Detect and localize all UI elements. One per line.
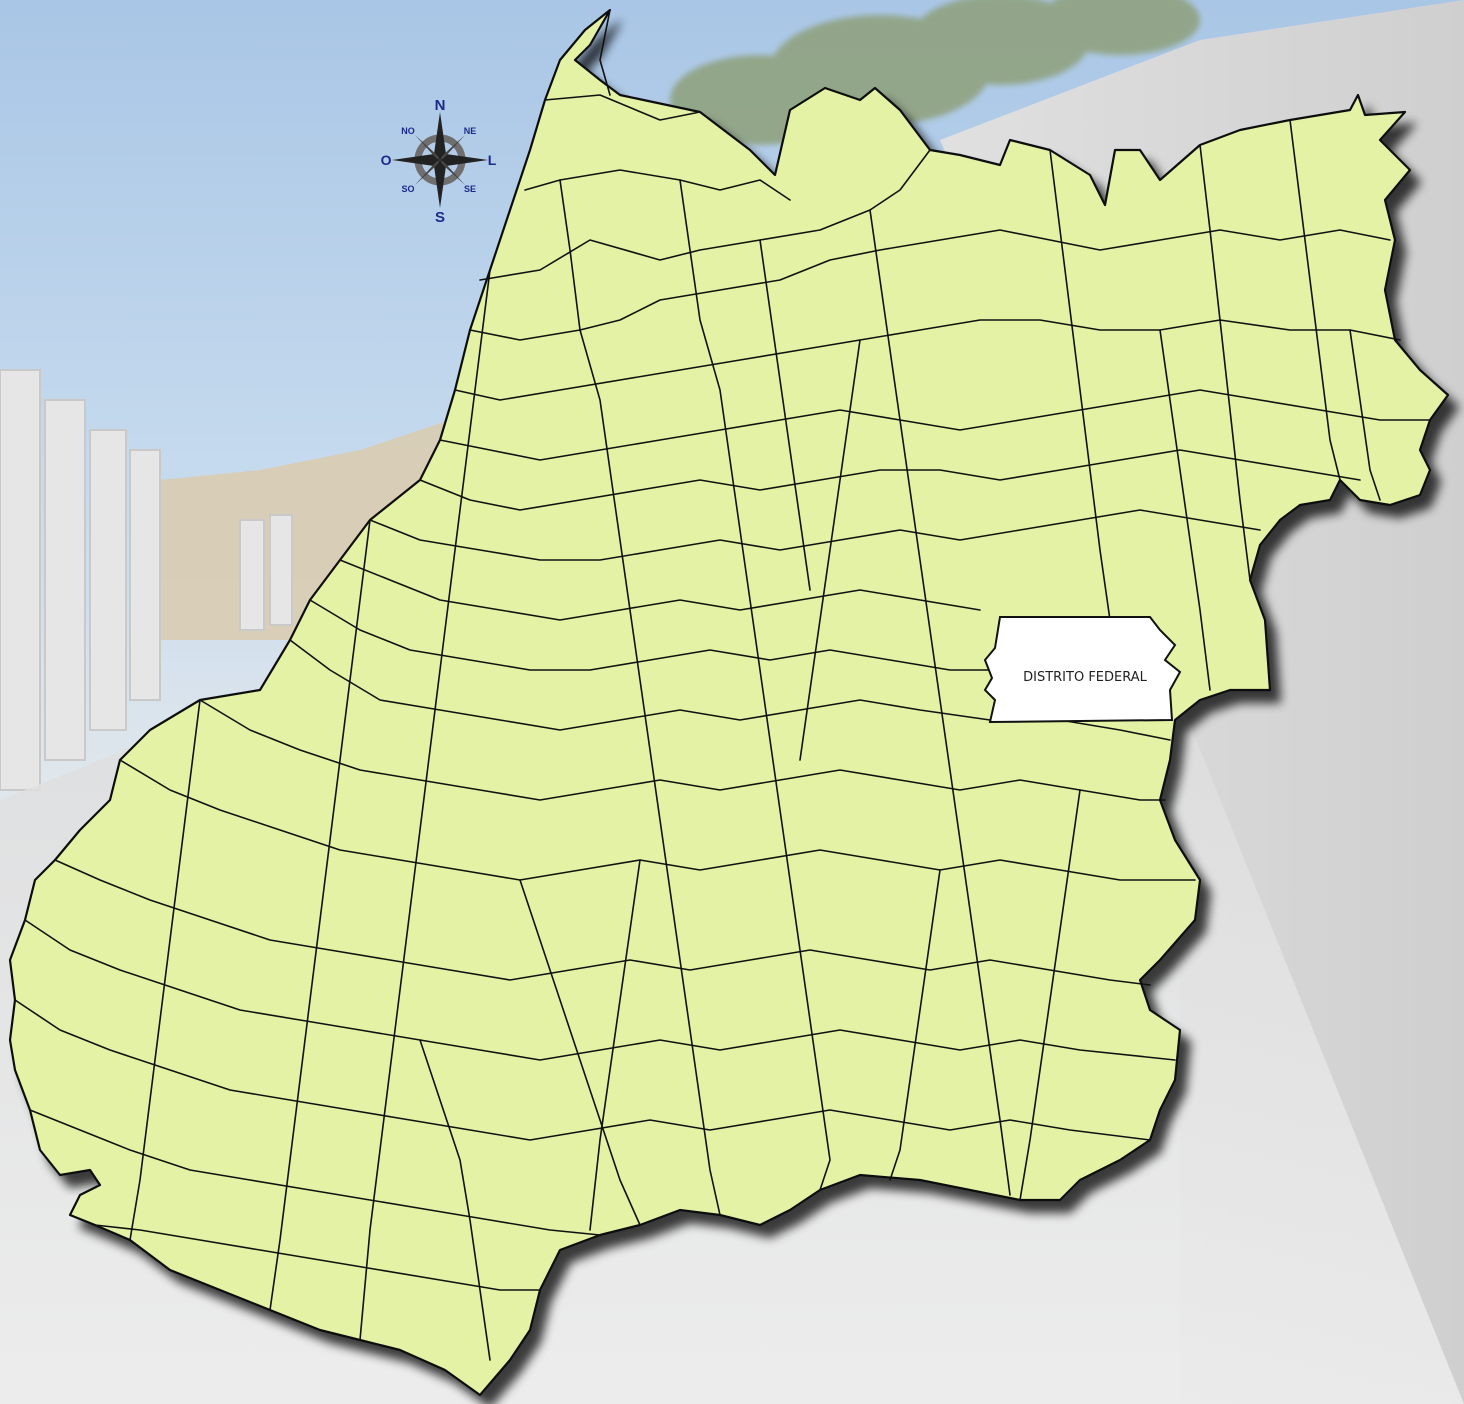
compass-northeast: NE [464, 126, 477, 136]
state-map: DISTRITO FEDERAL [8, 8, 1450, 1397]
distrito-federal-area [983, 616, 1182, 724]
compass-east: L [488, 152, 497, 168]
distrito-federal[interactable]: DISTRITO FEDERAL [983, 616, 1182, 724]
compass-southwest: SO [401, 184, 414, 194]
distrito-federal-label: DISTRITO FEDERAL [1023, 670, 1148, 685]
compass-northwest: NO [401, 126, 415, 136]
municipal-boundaries [14, 9, 1431, 1361]
compass-south: S [435, 209, 445, 226]
compass-north: N [435, 97, 446, 114]
state-outline [8, 8, 1450, 1397]
compass-rose-icon: N S L O NE NO SE SO [381, 97, 497, 226]
compass-southeast: SE [464, 184, 476, 194]
compass-west: O [381, 152, 392, 168]
